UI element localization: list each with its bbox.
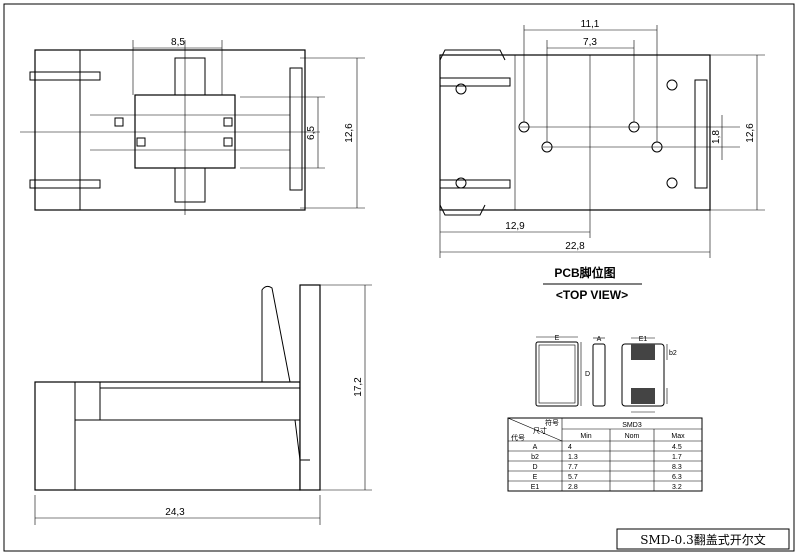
title-block: [616, 528, 790, 550]
title-block-text: SMD-0.3翻盖式开尔文: [640, 532, 766, 547]
table-column-header: Nom: [625, 433, 640, 440]
table-border: [507, 417, 703, 492]
label-b2: b2: [669, 350, 677, 357]
table-cell-max: 8.3: [672, 464, 682, 471]
package-drawings: [535, 336, 668, 413]
dim-side-length: 24,3: [165, 507, 185, 518]
dim-pcb-offset: 1,8: [711, 130, 722, 144]
table-cell-max: 4.5: [672, 444, 682, 451]
table-corner-code: 代号: [511, 433, 525, 442]
table-cell-min: 1.3: [568, 454, 578, 461]
table-group-header: SMD3: [622, 422, 642, 429]
dim-pcb-height: 12,6: [745, 123, 756, 143]
table-column-header: Max: [671, 433, 685, 440]
label-A: A: [597, 336, 602, 343]
label-E1: E1: [639, 336, 648, 343]
dim-front-width: 8,5: [171, 37, 185, 48]
table-cell-min: 2.8: [568, 484, 578, 491]
front-view: [20, 40, 365, 215]
table-cell-code: b2: [531, 454, 539, 461]
table-cell-max: 3.2: [672, 484, 682, 491]
table-cell-max: 6.3: [672, 474, 682, 481]
dim-side-height: 17,2: [353, 377, 364, 397]
table-cell-code: A: [533, 444, 538, 451]
table-cell-min: 5.7: [568, 474, 578, 481]
label-D: D: [585, 371, 590, 378]
dim-pcb-pitch-inner: 7,3: [583, 37, 597, 48]
side-view: [34, 284, 372, 525]
table-cell-code: E1: [531, 484, 540, 491]
dim-pcb-pin-x: 12,9: [505, 221, 525, 232]
dim-pcb-length: 22,8: [565, 241, 585, 252]
table-corner-size: 尺寸: [533, 426, 547, 435]
dim-front-height-inner: 6,5: [306, 126, 317, 140]
pcb-title: PCB脚位图: [554, 265, 615, 280]
dim-pcb-pitch-outer: 11,1: [581, 19, 600, 30]
table-cell-min: 4: [568, 444, 572, 451]
dim-front-height-outer: 12,6: [344, 123, 355, 143]
table-column-header: Min: [580, 433, 591, 440]
table-corner-symbol: 符号: [545, 418, 559, 427]
label-E: E: [555, 335, 560, 342]
table-cell-min: 7.7: [568, 464, 578, 471]
table-cell-code: D: [532, 464, 537, 471]
table-cell-max: 1.7: [672, 454, 682, 461]
pcb-view: [439, 25, 765, 258]
pcb-subtitle: <TOP VIEW>: [556, 288, 628, 302]
table-cell-code: E: [533, 474, 538, 481]
drawing-frame: [3, 3, 795, 552]
